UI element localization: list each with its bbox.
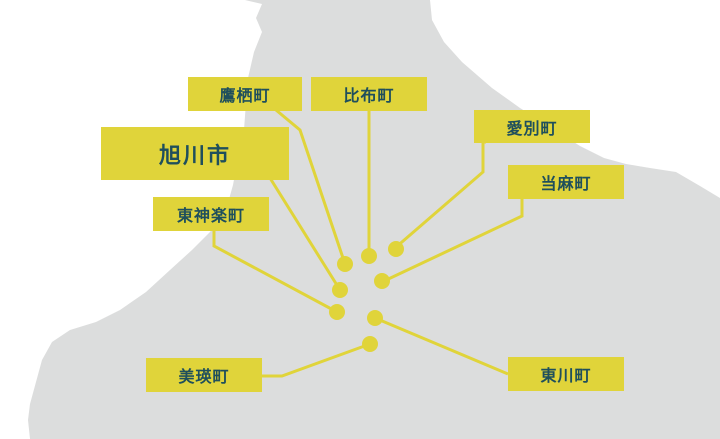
land-mass [28, 0, 720, 439]
marker-touma [374, 273, 390, 289]
marker-takasu [337, 256, 353, 272]
connector-asahikawa [268, 177, 342, 291]
label-biei: 美瑛町 [146, 358, 262, 392]
label-pippu: 比布町 [311, 77, 427, 111]
marker-higashikagura [329, 304, 345, 320]
connector-higashikagura [212, 230, 338, 314]
marker-asahikawa [332, 282, 348, 298]
label-takasu: 鷹栖町 [188, 77, 302, 111]
marker-aibetsu [388, 241, 404, 257]
marker-higashikawa [367, 310, 383, 326]
label-higashikagura: 東神楽町 [153, 197, 269, 231]
label-higashikawa: 東川町 [508, 357, 624, 391]
label-asahikawa: 旭川市 [101, 127, 289, 180]
connector-higashikawa [374, 316, 509, 376]
label-touma: 当麻町 [508, 165, 624, 199]
connector-takasu [275, 108, 347, 265]
connector-biei [262, 342, 371, 378]
marker-biei [362, 336, 378, 352]
label-aibetsu: 愛別町 [474, 110, 590, 143]
town-markers [329, 241, 404, 352]
connector-touma [381, 198, 524, 284]
marker-pippu [361, 248, 377, 264]
